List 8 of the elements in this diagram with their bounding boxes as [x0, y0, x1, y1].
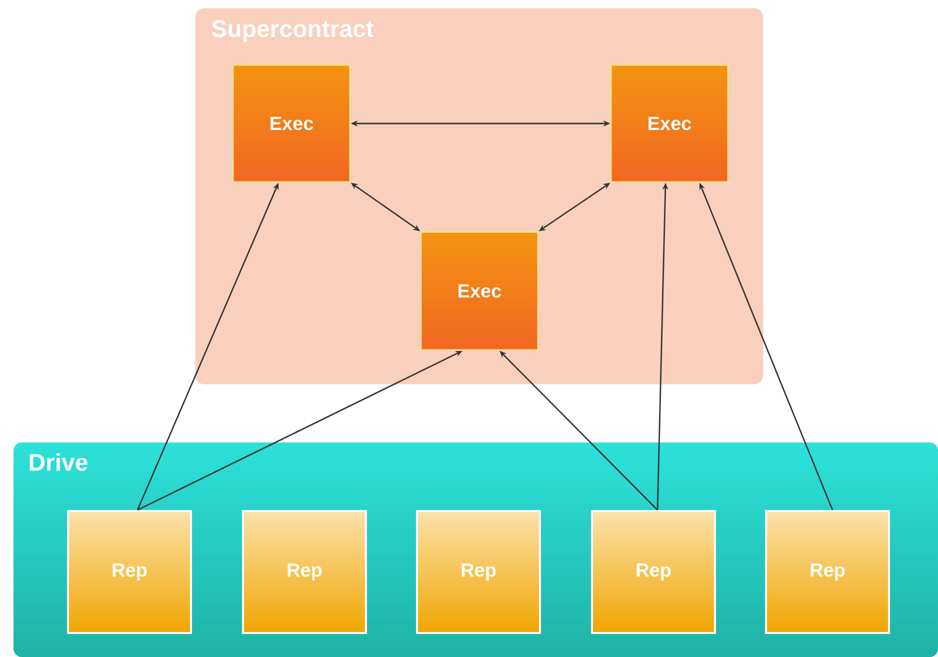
- rep-box: Rep: [591, 510, 716, 634]
- rep-box: Rep: [416, 510, 541, 634]
- exec-box: Exec: [610, 64, 729, 183]
- rep-box: Rep: [67, 510, 192, 634]
- exec-box: Exec: [420, 231, 539, 351]
- rep-box: Rep: [242, 510, 367, 634]
- rep-box: Rep: [765, 510, 890, 634]
- exec-box: Exec: [232, 64, 351, 183]
